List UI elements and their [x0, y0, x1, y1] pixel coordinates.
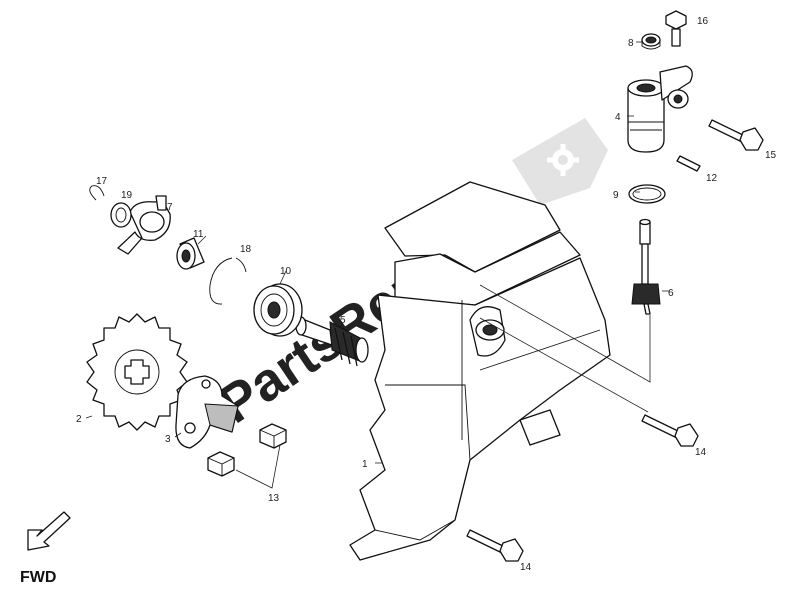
part-number-5: 5 [340, 315, 346, 326]
leader-14a [479, 317, 649, 413]
part-number-7: 7 [167, 202, 173, 213]
leader-13 [235, 444, 281, 489]
bolt-part-13-upper [259, 423, 287, 449]
part-number-15: 15 [765, 150, 777, 161]
drive-housing-part-4 [627, 65, 693, 153]
part-number-6: 6 [668, 288, 674, 299]
bolt-part-16 [665, 10, 687, 47]
gear-icon [547, 144, 579, 176]
bearing-part-10 [253, 283, 303, 337]
bolt-part-14-upper [641, 414, 699, 447]
housing-part-1 [349, 181, 611, 561]
part-number-14-lower: 14 [520, 562, 532, 573]
part-number-13: 13 [268, 493, 280, 504]
part-number-3: 3 [165, 434, 171, 445]
sprocket-part-2 [86, 313, 188, 431]
snap-ring-part-18 [209, 257, 247, 305]
bolt-part-15 [708, 119, 764, 151]
seal-part-8 [641, 33, 661, 50]
pin-part-12 [676, 155, 701, 172]
part-number-8: 8 [628, 38, 634, 49]
part-number-2: 2 [76, 414, 82, 425]
fwd-arrow-icon [27, 511, 71, 551]
fwd-label: FWD [20, 569, 56, 586]
drive-shaft-part-6 [631, 218, 661, 315]
leader-6 [479, 284, 651, 383]
part-number-9: 9 [613, 190, 619, 201]
part-number-17: 17 [96, 176, 108, 187]
part-number-12: 12 [706, 173, 718, 184]
part-number-19: 19 [121, 190, 133, 201]
label-leaders [85, 41, 670, 464]
o-ring-part-9 [628, 184, 666, 204]
part-number-1: 1 [362, 459, 368, 470]
part-number-16: 16 [697, 16, 709, 27]
part-number-10: 10 [280, 266, 292, 277]
part-number-14-upper: 14 [695, 447, 707, 458]
needle-bearing-part-11 [176, 237, 205, 270]
part-number-4: 4 [615, 112, 621, 123]
part-number-18: 18 [240, 244, 252, 255]
lock-plate-part-3 [175, 375, 239, 449]
circlip-part-17 [89, 185, 105, 201]
part-number-11: 11 [193, 229, 204, 240]
fwd-indicator: FWD [20, 511, 71, 586]
bolt-part-14-lower [466, 529, 524, 562]
bolt-part-13-lower [207, 451, 235, 477]
watermark-shield [512, 118, 608, 205]
washer-part-19 [110, 202, 132, 228]
